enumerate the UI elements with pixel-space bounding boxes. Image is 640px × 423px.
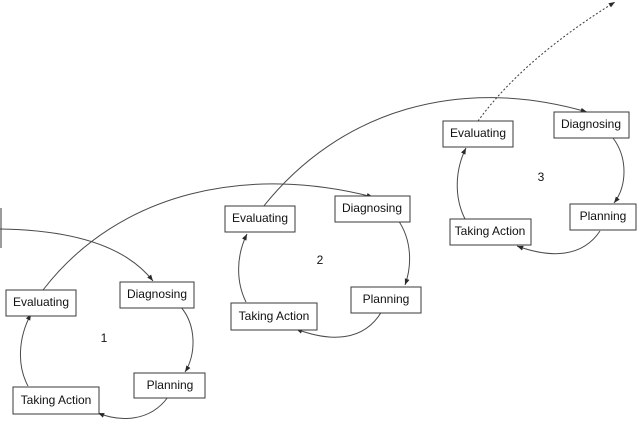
cycle-2-arc-taking-action-to-evaluating (238, 233, 248, 303)
cycle-3-arc-planning-to-taking-action (516, 230, 601, 255)
cycle-2-taking-action-label: Taking Action (239, 309, 310, 323)
cycle-2-diagnosing-label: Diagnosing (342, 201, 402, 215)
connector-cycle-1-to-2 (42, 183, 374, 291)
cycle-2-number: 2 (317, 253, 324, 267)
cycle-3-taking-action-label: Taking Action (455, 224, 526, 238)
cycle-3-number: 3 (538, 170, 545, 184)
continuation-arrow-dotted (477, 1, 616, 122)
cycle-2-planning-box: Planning (350, 286, 422, 314)
entry-arrow-to-cycle-1 (0, 228, 154, 282)
cycle-2-taking-action-box: Taking Action (230, 302, 318, 331)
cycle-2-evaluating-box: Evaluating (224, 205, 296, 233)
cycle-2-planning-label: Planning (363, 292, 410, 306)
cycle-1-planning-box: Planning (133, 372, 206, 399)
cycle-1-planning-label: Planning (147, 378, 194, 392)
cycle-1-arc-planning-to-taking-action (97, 396, 169, 419)
cycle-3-arc-diagnosing-to-planning (612, 137, 625, 204)
cycle-3-planning-label: Planning (580, 209, 627, 223)
connector-cycle-2-to-3 (262, 97, 588, 208)
cycle-3-diagnosing-box: Diagnosing (553, 111, 630, 139)
cycle-3-evaluating-label: Evaluating (450, 126, 506, 140)
cycle-3-taking-action-box: Taking Action (449, 218, 532, 246)
cycle-1-evaluating-label: Evaluating (13, 295, 69, 309)
cycle-3-arc-taking-action-to-evaluating (456, 147, 467, 220)
cycle-2-evaluating-label: Evaluating (232, 211, 288, 225)
cycle-3-diagnosing-label: Diagnosing (561, 117, 621, 131)
cycle-2-arc-diagnosing-to-planning (397, 219, 411, 286)
cycle-1-evaluating-box: Evaluating (5, 289, 77, 317)
cycle-1-arc-taking-action-to-evaluating (19, 313, 32, 387)
cycle-1-taking-action-label: Taking Action (21, 393, 92, 407)
cycle-1-taking-action-box: Taking Action (12, 386, 100, 415)
cycle-2-diagnosing-box: Diagnosing (334, 195, 411, 223)
cycle-3-evaluating-box: Evaluating (442, 120, 514, 148)
cycle-3-planning-box: Planning (569, 203, 637, 231)
cycle-1-diagnosing-box: Diagnosing (119, 281, 195, 309)
cycle-1-diagnosing-label: Diagnosing (127, 287, 187, 301)
cycle-2-arc-planning-to-taking-action (295, 310, 383, 338)
cycle-1-number: 1 (101, 331, 108, 345)
cycle-1-arc-diagnosing-to-planning (179, 305, 194, 373)
